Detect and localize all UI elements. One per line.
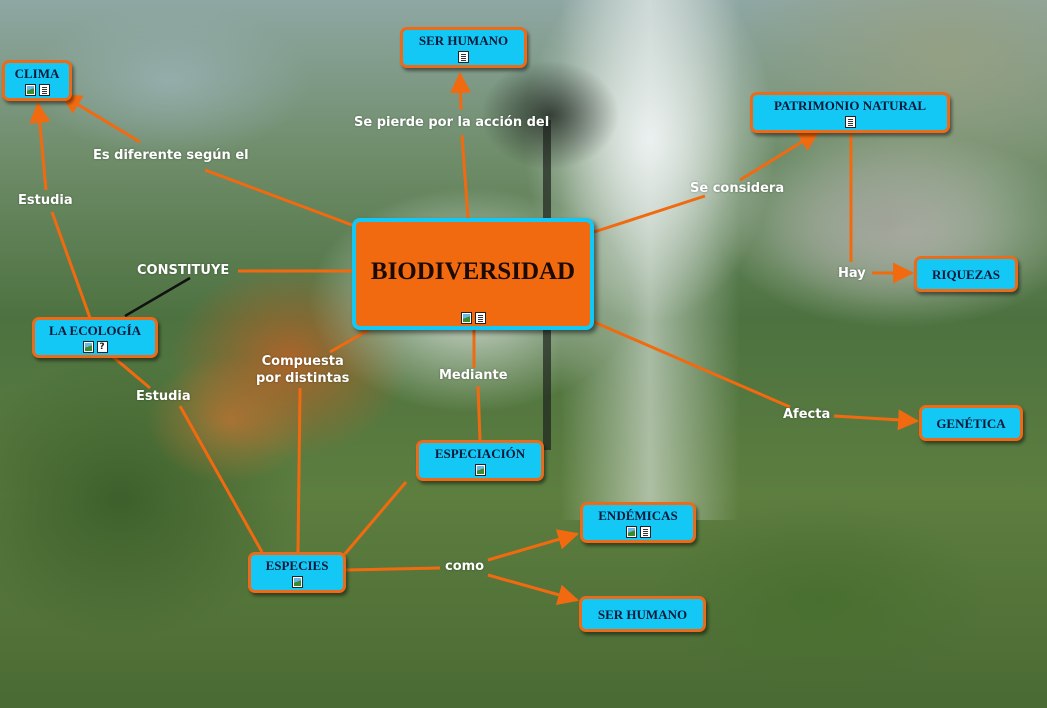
concept-patrimonio-natural[interactable]: PATRIMONIO NATURAL [750, 92, 950, 133]
link-ecologia-to-constituye [125, 278, 190, 316]
concept-biodiversidad-icons [356, 312, 590, 324]
link-label-se-considera: Se considera [690, 181, 784, 197]
link-ecologia-to-estudia [52, 212, 90, 318]
link-label-compuesta-line1: Compuesta [256, 353, 349, 370]
link-afecta-to-genetica [834, 416, 917, 421]
concept-clima-icons [11, 84, 63, 96]
concept-ser-humano-top-label: SER HUMANO [409, 33, 518, 49]
concept-genetica[interactable]: GENÉTICA [919, 405, 1023, 441]
image-icon[interactable] [626, 526, 637, 538]
link-label-afecta: Afecta [783, 407, 830, 423]
image-icon[interactable] [25, 84, 36, 96]
link-label-compuesta: Compuesta por distintas [256, 353, 349, 387]
link-label-estudia-top: Estudia [18, 193, 73, 209]
link-ecologia-to-estudia-bottom [112, 356, 150, 388]
concept-ecologia-icons: ? [41, 341, 149, 353]
link-se-pierde-to-ser-humano [460, 74, 461, 110]
concept-ser-humano-top-icons [409, 51, 518, 63]
document-icon[interactable] [39, 84, 50, 96]
concept-ser-humano-top[interactable]: SER HUMANO [400, 27, 527, 68]
concept-la-ecologia[interactable]: LA ECOLOGÍA ? [32, 317, 158, 358]
concept-especiacion-icons [425, 464, 535, 476]
link-es-diferente-to-clima [62, 95, 140, 142]
concept-endemicas-icons [589, 526, 687, 538]
concept-patrimonio-label: PATRIMONIO NATURAL [759, 98, 941, 114]
concept-especiacion-label: ESPECIACIÓN [425, 446, 535, 462]
link-como-to-ser-humano [488, 575, 577, 600]
image-icon[interactable] [461, 312, 472, 324]
concept-especies-label: ESPECIES [257, 558, 337, 574]
concept-biodiversidad[interactable]: BIODIVERSIDAD [352, 218, 594, 330]
concept-genetica-label: GENÉTICA [928, 416, 1014, 432]
concept-biodiversidad-label: BIODIVERSIDAD [356, 258, 590, 286]
document-icon[interactable] [475, 312, 486, 324]
image-icon[interactable] [83, 341, 94, 353]
image-icon[interactable] [475, 464, 486, 476]
link-label-mediante: Mediante [439, 368, 508, 384]
concept-ser-humano-bottom-label: SER HUMANO [588, 607, 697, 623]
concept-clima-label: CLIMA [11, 66, 63, 82]
link-bio-to-es-diferente [205, 170, 352, 225]
concept-especies[interactable]: ESPECIES [248, 552, 346, 593]
link-bio-to-se-considera [594, 196, 705, 232]
link-especies-to-como [346, 568, 440, 570]
document-icon[interactable] [845, 116, 856, 128]
concept-riquezas-label: RIQUEZAS [923, 267, 1009, 283]
link-label-hay: Hay [838, 266, 866, 282]
concept-endemicas[interactable]: ENDÉMICAS [580, 502, 696, 543]
link-estudia-to-clima [38, 104, 46, 190]
link-bio-to-compuesta [330, 328, 372, 352]
help-icon[interactable]: ? [97, 341, 108, 353]
link-label-es-diferente: Es diferente según el [93, 148, 249, 164]
link-bio-to-se-pierde [462, 135, 468, 218]
document-icon[interactable] [640, 526, 651, 538]
concept-riquezas[interactable]: RIQUEZAS [914, 256, 1018, 292]
link-compuesta-to-especies [298, 388, 300, 552]
link-label-como: como [445, 559, 484, 575]
link-label-se-pierde: Se pierde por la acción del [354, 115, 549, 131]
concept-especiacion[interactable]: ESPECIACIÓN [416, 440, 544, 481]
link-como-to-endemicas [488, 534, 577, 560]
link-label-constituye: CONSTITUYE [137, 263, 229, 279]
link-mediante-to-especiacion [478, 386, 480, 440]
image-icon[interactable] [292, 576, 303, 588]
concept-clima[interactable]: CLIMA [2, 60, 72, 101]
link-bio-to-afecta [594, 322, 790, 407]
concept-ecologia-label: LA ECOLOGÍA [41, 323, 149, 339]
link-se-considera-to-patrimonio [740, 132, 818, 180]
link-especiacion-to-especies [344, 482, 406, 555]
concept-patrimonio-icons [759, 116, 941, 128]
link-label-estudia-bottom: Estudia [136, 389, 191, 405]
concept-especies-icons [257, 576, 337, 588]
link-label-compuesta-line2: por distintas [256, 370, 349, 387]
concept-ser-humano-bottom[interactable]: SER HUMANO [579, 596, 706, 632]
link-estudia-bottom-to-especies [180, 406, 262, 552]
document-icon[interactable] [458, 51, 469, 63]
concept-endemicas-label: ENDÉMICAS [589, 508, 687, 524]
